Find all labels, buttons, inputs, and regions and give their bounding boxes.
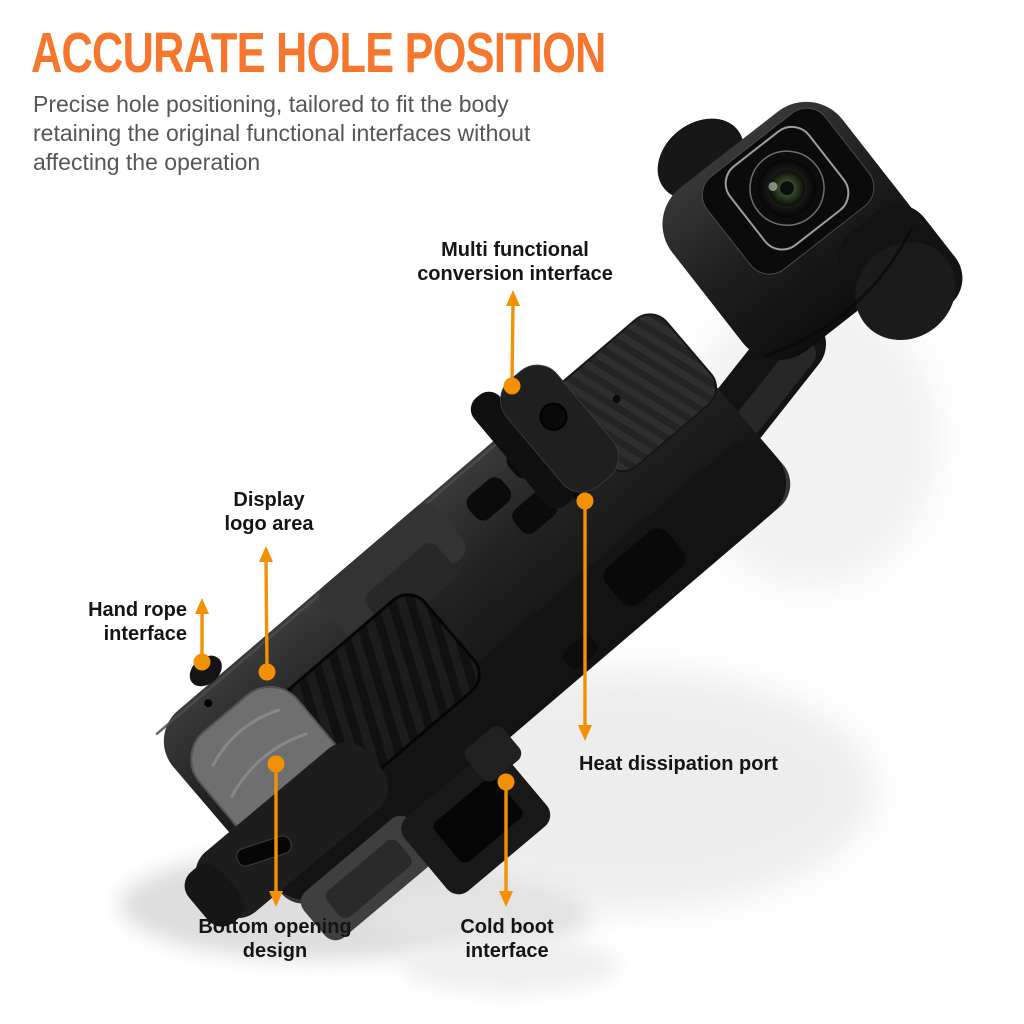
page-title: ACCURATE HOLE POSITION (31, 21, 606, 85)
heat-dissipation-slot (603, 528, 686, 607)
conversion-mount-fin (500, 364, 620, 493)
callout-arrow-heat-dissipation (576, 492, 594, 741)
callout-label-hand-rope-interface: Hand rope interface (88, 599, 187, 645)
callout-arrow-display-logo (258, 546, 276, 681)
gimbal-camera-head (657, 101, 963, 360)
camera-lens (749, 150, 825, 226)
callout-label-heat-dissipation-port: Heat dissipation port (579, 753, 778, 775)
page-subtitle: Precise hole positioning, tailored to fi… (33, 91, 531, 175)
callout-label-bottom-opening-design: Bottom opening design (198, 916, 352, 962)
callout-arrows (193, 290, 594, 907)
tilt-motor-pod (855, 242, 956, 341)
mount-fin-back (470, 391, 575, 509)
callout-arrow-cold-boot (497, 773, 515, 907)
bottom-bracket (300, 815, 436, 941)
callout-label-display-logo-area: Display logo area (224, 489, 314, 535)
callout-label-multi-functional-conversion-interface: Multi functional conversion interface (417, 239, 613, 285)
case-bottom (184, 742, 389, 927)
callout-arrow-multi-functional (503, 290, 521, 395)
callout-label-cold-boot-interface: Cold boot interface (460, 916, 554, 962)
callout-arrow-bottom-opening (267, 755, 285, 907)
callout-arrow-hand-rope (193, 598, 211, 671)
